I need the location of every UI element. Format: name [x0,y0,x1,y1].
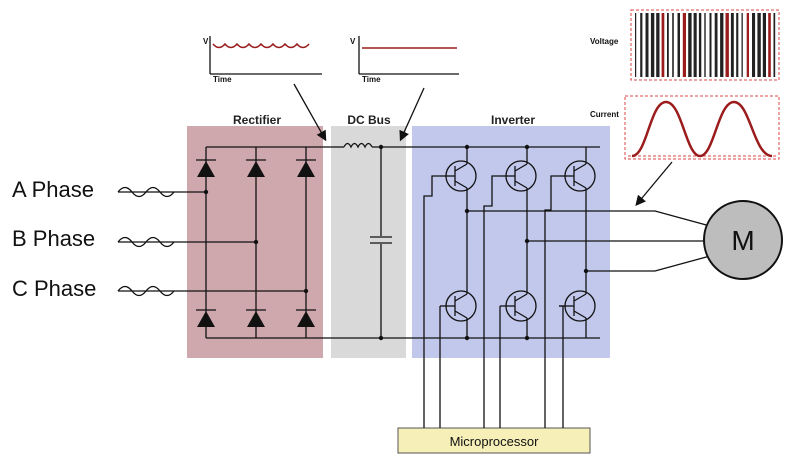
motor-label: M [731,225,754,256]
pwm-bar [720,13,724,77]
pwm-bar [757,13,761,77]
pwm-bar [693,13,697,77]
diode-icon [296,159,316,177]
pwm-bar [672,13,674,77]
pwm-bar [746,13,749,77]
transistor-icon [500,160,537,192]
a-phase-label: A Phase [12,177,94,202]
c-phase-label: C Phase [12,276,96,301]
inverter-bridge [420,144,600,415]
rectified-x-label: Time [213,75,232,84]
transistor-icon [559,290,596,322]
microprocessor-label: Microprocessor [450,434,540,449]
dc-bus-circuit [333,142,600,341]
pwm-bar [661,13,665,77]
pwm-bar [752,13,756,77]
dc-arrow [399,87,425,142]
c-phase-input [117,285,306,297]
pwm-bar [698,13,702,77]
pwm-bar [656,13,660,77]
a-phase-input [117,186,206,198]
pwm-bar [768,13,771,77]
dc-x-label: Time [362,75,381,84]
pwm-bar [709,13,712,77]
rectified-y-label: V [203,37,209,46]
dc-bus-section [331,126,406,358]
transistor-icon [559,160,596,192]
pwm-bar [725,13,729,77]
dc-bus-label: DC Bus [347,113,391,127]
pwm-bar [741,13,743,77]
pwm-bar [773,13,776,77]
diode-icon [196,309,216,327]
inductor-icon [343,142,373,149]
pwm-bar [667,13,669,77]
rectified-waveform-inset: V Time [203,36,322,84]
pwm-bar [635,13,637,77]
voltage-label: Voltage [590,37,619,46]
transistor-icon [440,160,477,192]
dc-waveform-inset: V Time [350,36,459,84]
b-phase-input [117,236,256,248]
microprocessor-block: Microprocessor [397,415,591,454]
pwm-bar [704,13,706,77]
motor: M [703,200,783,280]
dc-y-label: V [350,37,356,46]
rectified-arrow [293,83,327,142]
diode-icon [296,309,316,327]
pwm-bar [736,13,739,77]
transistor-icon [440,290,477,322]
rectifier-label: Rectifier [233,113,281,127]
rectifier-bridge [196,146,420,339]
current-waveform-inset [624,95,780,160]
pwm-bar [730,13,734,77]
pwm-bar [688,13,692,77]
transistor-icon [500,290,537,322]
diode-icon [246,159,266,177]
b-phase-label: B Phase [12,226,95,251]
pwm-bar [762,13,766,77]
capacitor-icon [370,236,392,244]
diode-icon [196,159,216,177]
pwm-bar [645,13,649,77]
pwm-voltage-inset [630,9,780,81]
pwm-bar [682,13,686,77]
pwm-bar [640,13,643,77]
inverter-label: Inverter [491,113,535,127]
pwm-bar [650,13,655,77]
current-arrow [635,161,673,206]
diode-icon [246,309,266,327]
motor-leads [467,210,711,272]
pwm-bar [714,13,718,77]
pwm-bar [677,13,680,77]
current-label: Current [590,110,619,119]
